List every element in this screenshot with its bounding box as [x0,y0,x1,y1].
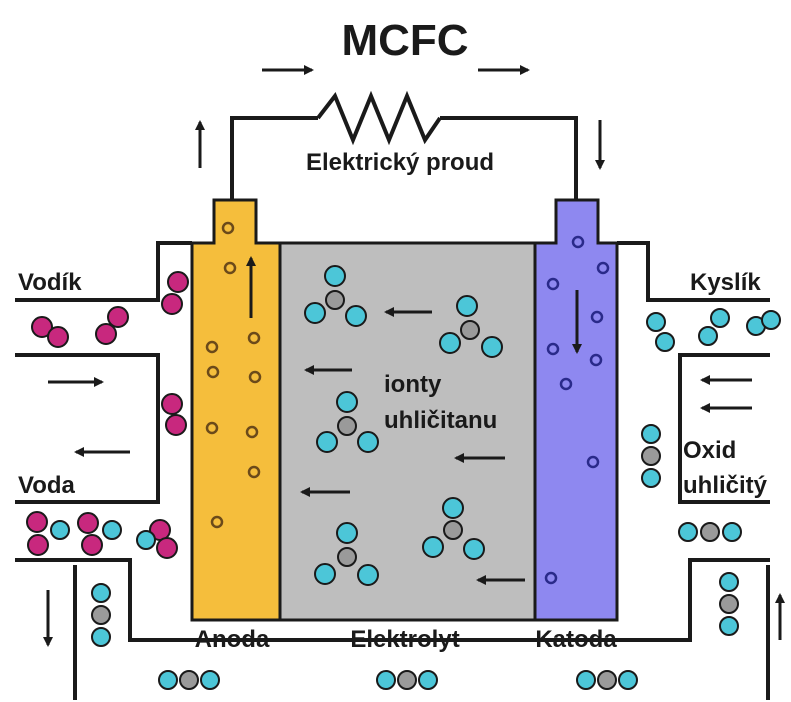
anode-bubbles [205,221,262,529]
bubble [586,455,600,469]
hydrogen-label: Vodík [18,269,82,296]
current-label: Elektrický proud [306,149,494,176]
circuit-arrows [195,65,605,170]
bubble [245,425,259,439]
electrolyte-label: Elektrolyt [350,626,459,653]
bubble [206,365,220,379]
diagram-title: MCFC [341,16,468,65]
bubble [596,261,610,275]
bubble [247,465,261,479]
carbonate-ion [439,295,503,358]
bubble [546,342,560,356]
bubble [210,515,224,529]
carbonate-ion [316,391,379,453]
bubble [546,277,560,291]
co2-molecules [158,424,742,690]
hydrogen-molecules [26,271,189,559]
bubble [544,571,558,585]
cathode-bubbles [544,235,610,585]
carbonate-ion [304,265,367,327]
anode-label: Anoda [195,626,270,653]
bubble [559,377,573,391]
anode-layer [190,198,282,622]
carbonate-ion [314,522,379,586]
cathode-label: Katoda [535,626,617,653]
bubble [205,340,219,354]
flow-channels [15,241,770,700]
external-circuit [230,90,578,200]
resistor [316,90,442,146]
bubble [223,261,237,275]
carbon-atom [91,605,111,625]
left-arrows [43,377,130,647]
co2-label: Oxid uhličitý [683,437,768,499]
carbonate-ions [304,265,503,586]
bubble [247,331,261,345]
bubble [248,370,262,384]
bubble [589,353,603,367]
right-arrows [700,375,785,640]
bubble [590,310,604,324]
bubble [221,221,235,235]
outlet-molecules [50,520,156,647]
ion-flow-arrows [300,307,525,585]
bubble [205,421,219,435]
oxygen-molecules [646,308,781,352]
carbonate-ion [422,497,485,560]
water-label: Voda [18,472,76,499]
ions-label: ionty uhličitanu [384,371,497,434]
oxygen-label: Kyslík [690,269,761,296]
cathode-layer [533,198,619,622]
bubble [571,235,585,249]
